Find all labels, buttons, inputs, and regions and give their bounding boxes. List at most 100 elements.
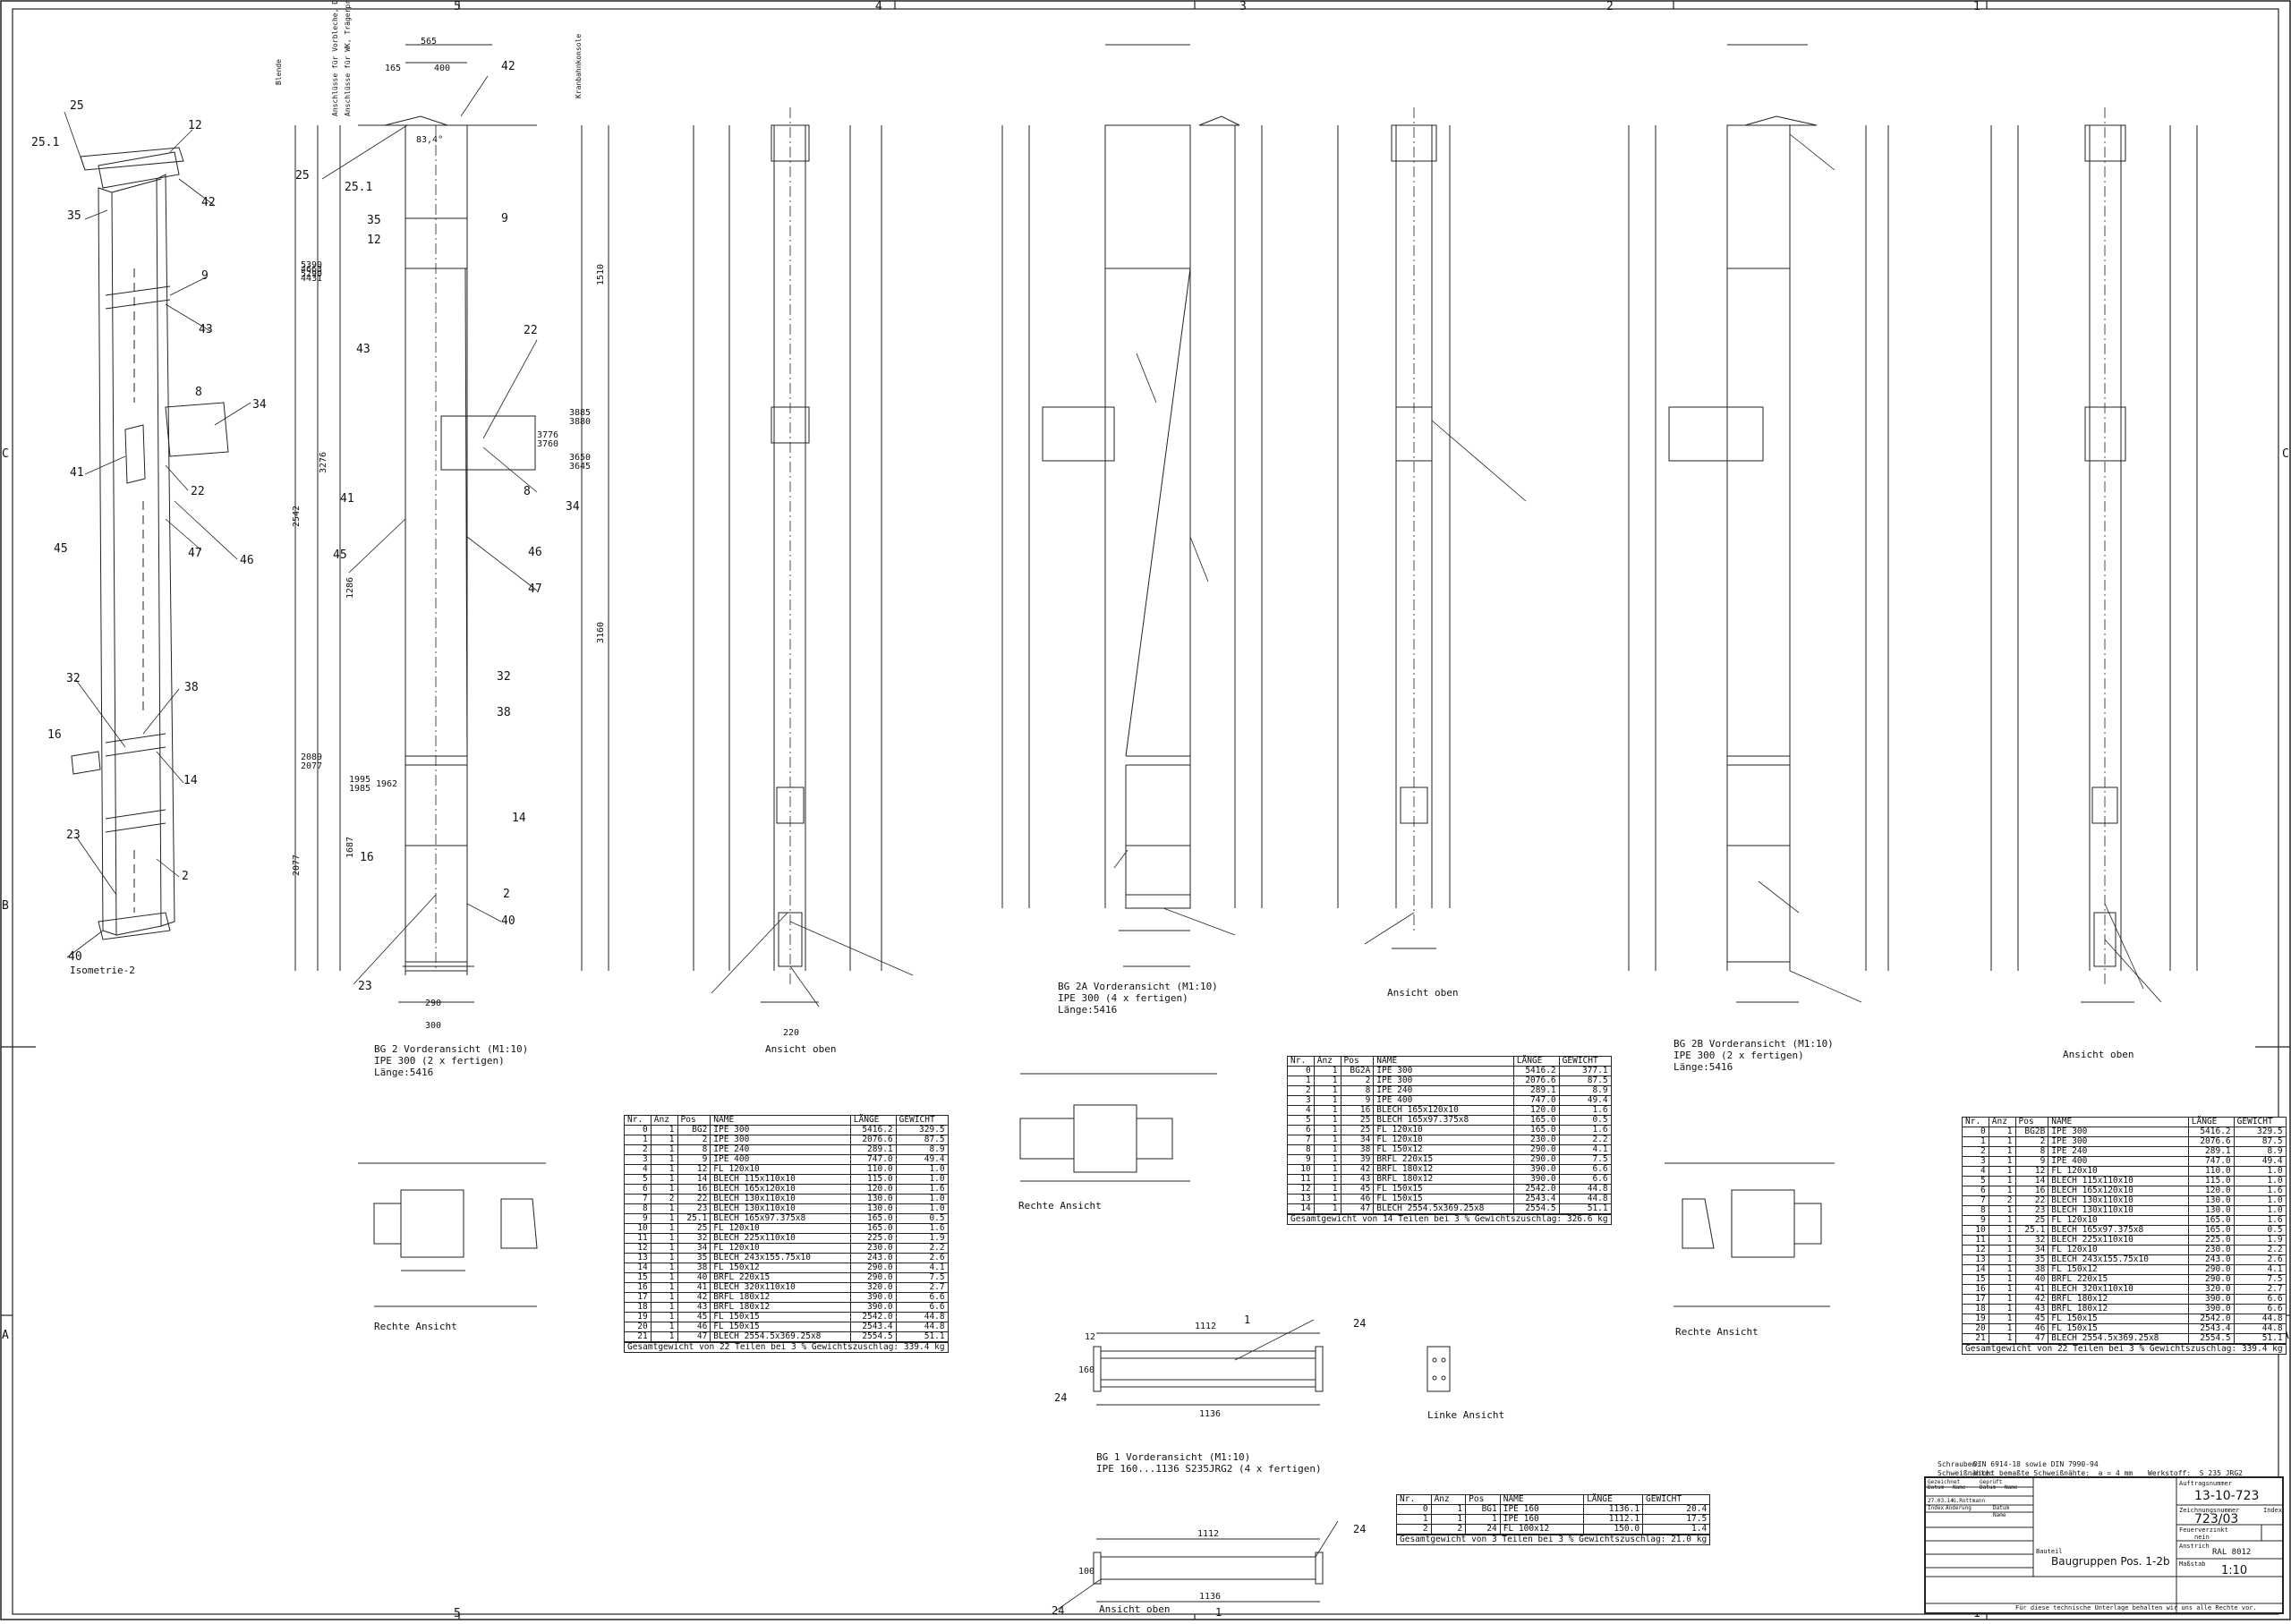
- bom-cell: 12: [677, 1164, 711, 1175]
- bom-cell: 46: [2014, 1323, 2049, 1334]
- bom-cell: 1: [1988, 1294, 2016, 1305]
- bom-cell: 1.0: [895, 1174, 949, 1185]
- bom-cell: BRFL 180x12: [2048, 1304, 2189, 1314]
- bom-cell: 390.0: [849, 1302, 897, 1313]
- bom-cell: 6.6: [1558, 1174, 1612, 1185]
- caption-bg2b-front: BG 2B Vorderansicht (M1:10) IPE 300 (2 x…: [1674, 1038, 1834, 1073]
- bom-cell: 7: [1962, 1195, 1989, 1206]
- bg1-top-dim-len1: 1112: [1197, 1529, 1220, 1539]
- bom-cell: 11: [1287, 1174, 1315, 1185]
- leader-lines: [64, 75, 2162, 1611]
- bom-cell: FL 120x10: [710, 1243, 851, 1254]
- bom-cell: 8.9: [2233, 1146, 2287, 1157]
- bg2-front: [294, 44, 609, 1003]
- bom-header-cell: NAME: [710, 1115, 851, 1126]
- bom-header-cell: LÄNGE: [1512, 1056, 1560, 1067]
- bom-cell: 1.0: [895, 1164, 949, 1175]
- bom-cell: FL 120x10: [1373, 1125, 1514, 1135]
- bom-cell: 1: [650, 1233, 678, 1244]
- bom-cell: 51.1: [895, 1331, 949, 1343]
- bom-cell: BLECH 225x110x10: [710, 1233, 851, 1244]
- bom-cell: 6.6: [2233, 1304, 2287, 1314]
- bom-cell: 1: [1988, 1136, 2016, 1147]
- bom-cell: 2: [2014, 1136, 2049, 1147]
- bom-cell: 1.4: [1642, 1524, 1711, 1535]
- bom-cell: 2542.0: [849, 1312, 897, 1322]
- bom-cell: 1: [1430, 1504, 1467, 1515]
- bom-cell: 230.0: [849, 1243, 897, 1254]
- balloon-bg2-25-1: 25.1: [345, 181, 373, 194]
- bom-cell: 130.0: [849, 1203, 897, 1214]
- bom-cell: FL 150x12: [1373, 1144, 1514, 1155]
- bom-header-cell: LÄNGE: [849, 1115, 897, 1126]
- bom-footer-row: Gesamtgewicht von 14 Teilen bei 3 % Gewi…: [1287, 1213, 1612, 1225]
- tb-gez-who: G.Rottmann: [1953, 1498, 1986, 1504]
- bom-cell: 1: [650, 1331, 678, 1343]
- bom-cell: FL 120x10: [710, 1164, 851, 1175]
- bom-cell: BG2B: [2014, 1127, 2049, 1137]
- bg1-top-balloon-24: 24: [1353, 1523, 1367, 1535]
- bom-cell: BG2A: [1340, 1066, 1375, 1076]
- bom-cell: 44.8: [1558, 1184, 1612, 1195]
- bom-header-cell: LÄNGE: [2187, 1117, 2235, 1127]
- bom-cell: 25: [2014, 1215, 2049, 1226]
- bom-cell: 1.0: [895, 1203, 949, 1214]
- bom-cell: 1: [650, 1282, 678, 1293]
- bom-cell: 49.4: [2233, 1156, 2287, 1167]
- bom-cell: 1: [650, 1203, 678, 1214]
- balloon-iso-41: 41: [70, 466, 84, 480]
- bg2a-front: [1001, 44, 1263, 967]
- bom-cell: 8: [677, 1144, 711, 1155]
- bom-cell: 2554.5: [849, 1331, 897, 1343]
- bom-cell: 42: [677, 1292, 711, 1303]
- bom-cell: BLECH 243x155.75x10: [2048, 1254, 2189, 1265]
- dim-3276: 3276: [319, 451, 329, 474]
- bom-cell: 1: [1313, 1194, 1341, 1204]
- bom-cell: 1: [1988, 1127, 2016, 1137]
- bom-cell: BLECH 2554.5x369.25x8: [2048, 1333, 2189, 1345]
- bom-cell: 110.0: [849, 1164, 897, 1175]
- bom-cell: 18: [624, 1302, 652, 1313]
- bom-cell: 4.1: [1558, 1144, 1612, 1155]
- balloon-bg2-34: 34: [566, 500, 580, 514]
- bom-cell: 1: [1962, 1136, 1989, 1147]
- bom-cell: BLECH 320x110x10: [2048, 1284, 2189, 1295]
- bom-cell: 0: [1287, 1066, 1315, 1076]
- bom-cell: 20: [1962, 1323, 1989, 1334]
- bom-cell: 290.0: [1512, 1154, 1560, 1165]
- bom-cell: 1.6: [2233, 1186, 2287, 1196]
- bom-cell: 1: [650, 1164, 678, 1175]
- bom-cell: 1: [1988, 1314, 2016, 1324]
- bom-cell: 1: [1988, 1176, 2016, 1186]
- dim-3885: 3885: [569, 408, 592, 418]
- bg1-dim-w: 100: [1078, 1567, 1095, 1577]
- bom-cell: 6.6: [895, 1302, 949, 1313]
- bom-cell: 1: [650, 1213, 678, 1224]
- note-schrauben-value: DIN 6914-18 sowie DIN 7990-94: [1973, 1460, 2099, 1468]
- bom-header-cell: Nr.: [1287, 1056, 1315, 1067]
- balloon-iso-8: 8: [195, 386, 202, 399]
- tb-auftrag-label: Auftragsnummer: [2179, 1480, 2233, 1487]
- bom-cell: 42: [2014, 1294, 2049, 1305]
- caption-bg1-front: BG 1 Vorderansicht (M1:10) IPE 160...113…: [1096, 1451, 1322, 1475]
- balloon-bg2-14: 14: [512, 812, 526, 825]
- bom-cell: 1.9: [895, 1233, 949, 1244]
- bom-cell: 44.8: [895, 1322, 949, 1332]
- bom-cell: 1: [650, 1292, 678, 1303]
- tb-benennung-label: Bauteil: [2036, 1548, 2063, 1555]
- balloon-iso-14: 14: [183, 774, 198, 787]
- bom-cell: 34: [2014, 1245, 2049, 1255]
- bom-cell: 1: [650, 1144, 678, 1155]
- title-block-grid: [1926, 1478, 2282, 1612]
- bom-header-cell: Pos: [1465, 1494, 1501, 1505]
- bom-cell: IPE 240: [710, 1144, 851, 1155]
- bom-cell: 49.4: [895, 1154, 949, 1165]
